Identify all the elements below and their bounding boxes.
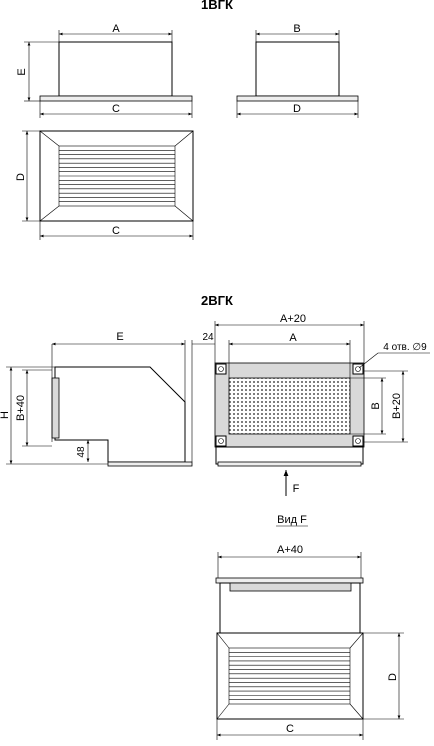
section2-title: 2ВГК <box>201 293 233 308</box>
dim-h-label: H <box>0 411 11 419</box>
view-f-title: Вид F <box>277 514 307 526</box>
dim-d-face-label: D <box>15 173 27 181</box>
holes-label: 4 отв. ∅9 <box>383 342 427 353</box>
dim-c-face-label: C <box>112 225 120 237</box>
view-1vgk-face: D C <box>15 130 194 240</box>
dim-d-viewf-label: D <box>387 673 399 681</box>
dim-d-label: D <box>293 103 301 115</box>
dim-e-label: E <box>16 68 28 75</box>
dim-a20-label: A+20 <box>280 313 306 325</box>
dim-e2-label: E <box>116 331 123 343</box>
dim-a40-label: A+40 <box>277 544 303 556</box>
view-2vgk-side: E 24 H B+40 48 <box>0 331 215 467</box>
dim-24-label: 24 <box>202 332 214 343</box>
view-2vgk-front: A+20 A 4 отв. ∅9 B B+20 F <box>214 313 430 496</box>
dim-c-viewf-label: C <box>286 723 294 735</box>
view-1vgk-side: B D <box>236 23 359 118</box>
dim-a-label: A <box>112 23 120 35</box>
dim-48-label: 48 <box>76 446 87 458</box>
dim-b20-label: B+20 <box>391 393 403 419</box>
dim-a2-label: A <box>289 332 297 344</box>
section1-title: 1ВГК <box>201 0 233 12</box>
view-1vgk-front: A E C <box>16 23 193 118</box>
view-f-arrow-label: F <box>293 483 300 495</box>
dim-c-label: C <box>112 103 120 115</box>
dim-b2-label: B <box>370 402 382 409</box>
dim-b-label: B <box>293 23 300 35</box>
dim-b40-label: B+40 <box>15 395 27 421</box>
view-f-drawing: A+40 D C <box>215 544 404 740</box>
